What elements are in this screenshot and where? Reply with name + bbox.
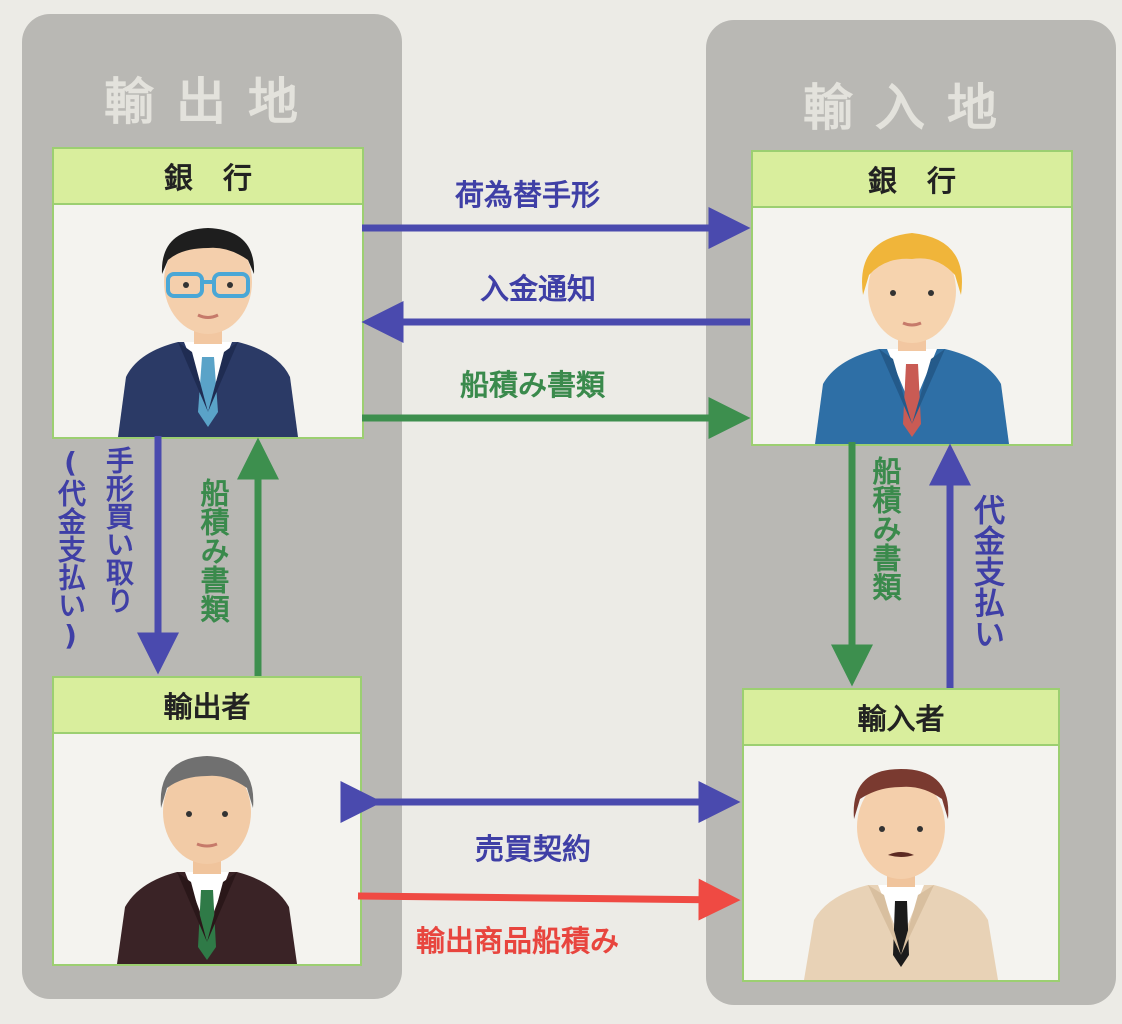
- label-export-shipment: 輸出商品船積み: [416, 924, 620, 958]
- label-bill-purchase: 手形買い取り: [102, 446, 135, 614]
- label-shipping-docs-exporter: 船積み書類: [196, 478, 230, 623]
- label-bill-of-exchange: 荷為替手形: [455, 178, 601, 212]
- label-shipping-docs-banks: 船積み書類: [460, 368, 606, 402]
- export-bank-card: 銀行: [52, 147, 364, 439]
- arrow-export-shipment: [357, 878, 741, 921]
- export-region-title: 輸出地: [104, 73, 320, 131]
- import-bank-label: 銀行: [753, 152, 1071, 208]
- exporter-gray-hair-avatar: [117, 756, 297, 964]
- import-bank-card: 銀行: [751, 150, 1073, 446]
- importer-label: 輸入者: [744, 690, 1058, 746]
- importer-mustache-avatar: [804, 769, 998, 980]
- import-region-title: 輸入地: [803, 79, 1019, 137]
- label-payment-importer: 代金支払い: [968, 494, 1004, 649]
- label-sales-contract: 売買契約: [475, 832, 592, 866]
- exporter-label: 輸出者: [54, 678, 360, 734]
- bank-clerk-blond-avatar: [815, 233, 1009, 444]
- label-shipping-docs-importer: 船積み書類: [868, 456, 902, 601]
- bank-clerk-glasses-avatar: [118, 228, 298, 437]
- exporter-card: 輸出者: [52, 676, 362, 966]
- export-bank-label: 銀行: [54, 149, 362, 205]
- label-bill-purchase-note: (代金支払い): [54, 446, 87, 652]
- importer-card: 輸入者: [742, 688, 1060, 982]
- label-payment-notice: 入金通知: [480, 272, 597, 306]
